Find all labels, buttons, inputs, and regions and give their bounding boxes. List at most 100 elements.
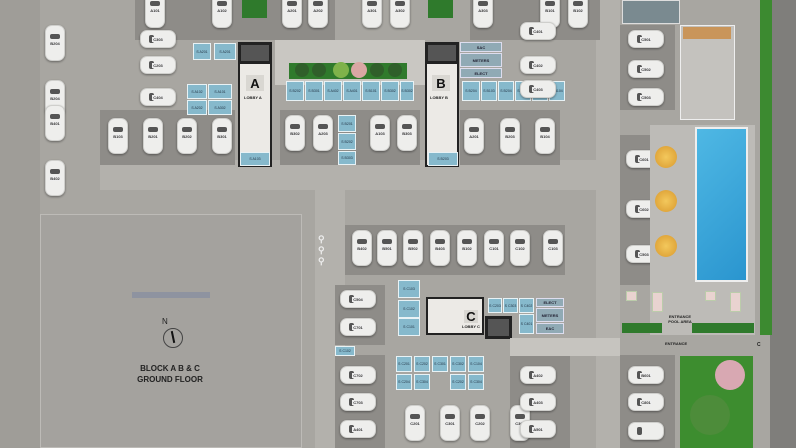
parking-bay-number: A201 xyxy=(468,133,480,139)
storage-unit: S C303 xyxy=(503,298,518,313)
parking-bay-car xyxy=(628,422,664,440)
storage-unit: S C202 xyxy=(450,374,466,390)
parking-bay-number: B203 xyxy=(504,133,516,139)
parking-bay-number: B301 xyxy=(216,133,228,139)
parking-bay-car: C201 xyxy=(405,405,425,441)
storage-unit: S A102 xyxy=(187,84,207,99)
tree xyxy=(715,360,745,390)
entrance-label: ENTRANCE xyxy=(665,341,688,346)
parking-bay-car: C502 xyxy=(628,60,664,78)
storage-unit: S A103 xyxy=(240,152,270,166)
storage-unit: S B101 xyxy=(362,81,380,101)
parking-bay-number: A101 xyxy=(149,7,161,13)
parking-bay-car: A102 xyxy=(212,0,232,28)
parking-bay-car: C101 xyxy=(484,230,504,266)
driveway xyxy=(100,160,620,190)
parking-bay-car: B501 xyxy=(377,230,397,266)
parking-bay-car: C403 xyxy=(520,80,556,98)
parking-bay-car: A201 xyxy=(282,0,302,28)
storage-unit: S C201 xyxy=(396,356,412,372)
parking-bay-number: A102 xyxy=(216,7,228,13)
storage-unit: S C402 xyxy=(519,298,534,313)
parking-bay-number: B303 xyxy=(401,130,413,136)
reception-desk xyxy=(683,27,731,39)
storage-unit: S C203 xyxy=(488,298,502,313)
hedge xyxy=(692,323,754,333)
lobby-c-label: LOBBY C xyxy=(462,324,480,329)
parking-bay-number: A501 xyxy=(532,426,544,432)
parking-bay-car: C801 xyxy=(628,393,664,411)
tree xyxy=(388,63,402,77)
parking-bay-number: B601 xyxy=(640,372,652,378)
parking-bay-car: A202 xyxy=(308,0,328,28)
parking-bay-number: A301 xyxy=(366,7,378,13)
parking-bay-number: C504 xyxy=(352,296,364,302)
lobby-b-label: LOBBY B xyxy=(430,95,448,100)
parking-bay-number: B403 xyxy=(434,245,446,251)
parking-bay-car: B201 xyxy=(143,118,163,154)
parking-bay-number: B204 xyxy=(49,95,61,101)
block-c-label: C xyxy=(464,309,478,324)
storage-unit: S C103 xyxy=(398,280,420,298)
parking-bay-number: B402 xyxy=(49,175,61,181)
storage-unit: S C202 xyxy=(414,356,430,372)
parking-bay-car: A402 xyxy=(520,366,556,384)
parking-bay-car: C503 xyxy=(628,88,664,106)
parking-bay-car: B301 xyxy=(212,118,232,154)
parking-bay-car: B302 xyxy=(285,115,305,151)
parking-bay-car: C102 xyxy=(510,230,530,266)
lounge-seat xyxy=(626,291,637,301)
parking-bay-number: B101 xyxy=(544,7,556,13)
storage-unit: S C101 xyxy=(398,318,420,336)
plan-title-line1: BLOCK A B & C xyxy=(140,364,200,373)
parking-bay-car: B102 xyxy=(457,230,477,266)
tree xyxy=(351,62,367,78)
meters-room: METERS xyxy=(460,53,502,67)
block-b-lift xyxy=(425,42,459,64)
parking-bay-number: A203 xyxy=(317,130,329,136)
parking-bay-car: B601 xyxy=(628,366,664,384)
building-top-right xyxy=(622,0,680,24)
storage-unit: S C401 xyxy=(519,314,534,334)
legend-bar xyxy=(132,292,210,298)
block-c-lift xyxy=(485,316,512,339)
storage-unit: S C102 xyxy=(335,346,355,356)
parking-bay-car: A201 xyxy=(464,118,484,154)
parking-bay-car: C402 xyxy=(520,56,556,74)
storage-unit: S B204 xyxy=(498,81,514,101)
parking-bay-car: B203 xyxy=(500,118,520,154)
parking-bay-number: A103 xyxy=(374,130,386,136)
parking-bay-car: C103 xyxy=(543,230,563,266)
parking-bay-number: A302 xyxy=(394,7,406,13)
storage-unit: S B303 xyxy=(338,151,356,165)
storage-unit: S B302 xyxy=(381,81,399,101)
parking-bay-number: C404 xyxy=(152,94,164,100)
parking-bay-number: C201 xyxy=(409,420,421,426)
parking-bay-number: C202 xyxy=(474,420,486,426)
storage-unit: S A201 xyxy=(193,43,211,60)
swimming-pool xyxy=(695,127,748,282)
elect-room-c: ELECT xyxy=(536,298,564,307)
parking-bay-number: B102 xyxy=(572,7,584,13)
block-c-core xyxy=(426,297,484,335)
parking-bay-number: B201 xyxy=(147,133,159,139)
parking-bay-car: B202 xyxy=(177,118,197,154)
tree xyxy=(312,63,326,77)
parking-bay-car: B402 xyxy=(352,230,372,266)
umbrella-icon xyxy=(655,235,677,257)
storage-unit: S A101 xyxy=(208,84,232,99)
parking-bay-number: A201 xyxy=(286,7,298,13)
parking-bay-car: A401 xyxy=(340,420,376,438)
storage-unit: S B203 xyxy=(428,152,458,166)
parking-bay-number: B401 xyxy=(49,120,61,126)
storage-unit: S B202 xyxy=(338,133,356,150)
parking-bay-car: B402 xyxy=(45,160,65,196)
parking-bay-number: C301 xyxy=(444,420,456,426)
parking-bay-number: C403 xyxy=(532,86,544,92)
parking-bay-number: C701 xyxy=(352,324,364,330)
umbrella-icon xyxy=(655,190,677,212)
parking-bay-number: C103 xyxy=(547,245,559,251)
parking-bay-number: A403 xyxy=(532,399,544,405)
walkway-c xyxy=(510,338,620,356)
parking-bay-car: B502 xyxy=(403,230,423,266)
